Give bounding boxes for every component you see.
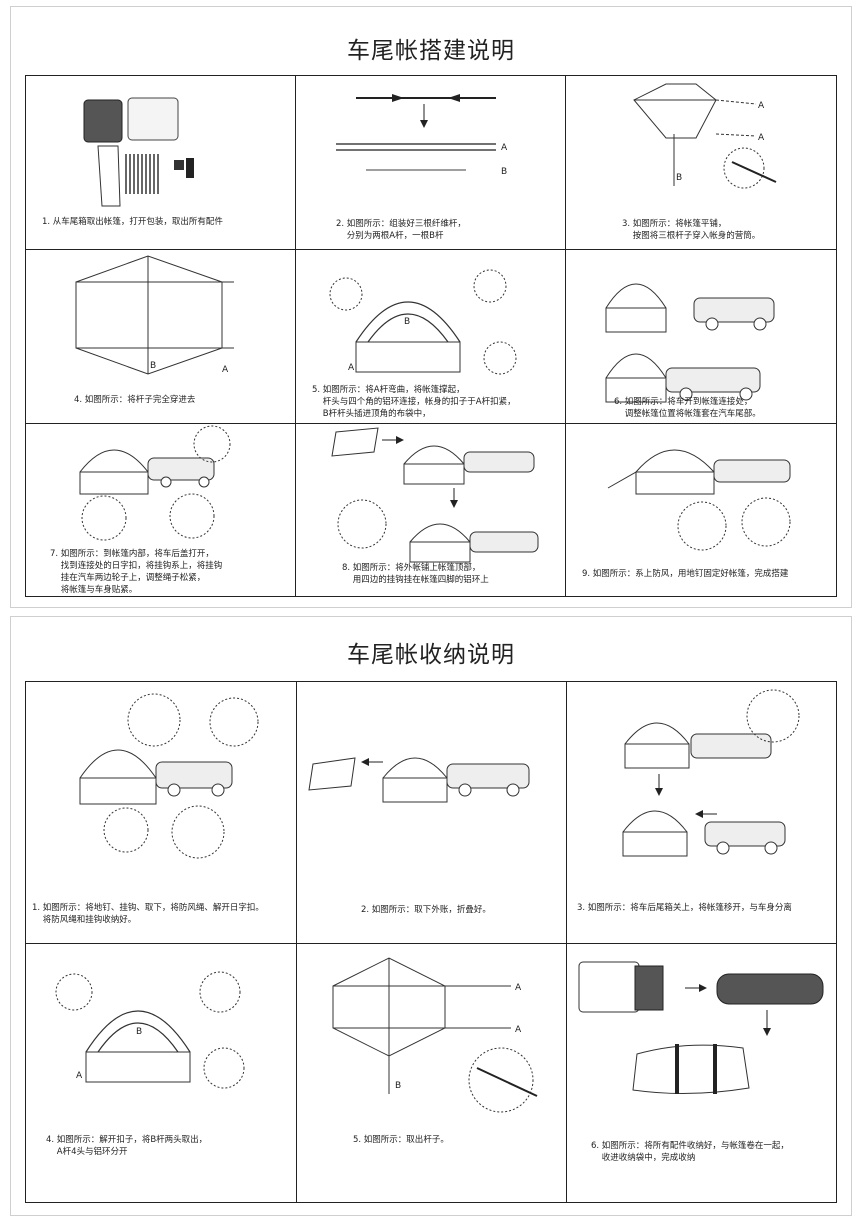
setup-step-5-a-label: A <box>348 363 355 373</box>
setup-title: 车尾帐搭建说明 <box>347 38 515 64</box>
extract-poles-illustration: A A B <box>332 957 538 1113</box>
pack-into-bag-illustration <box>578 961 824 1095</box>
setup-step-7-caption: 7. 如图所示：到帐篷内部，将车后盖打开， 找到连接处的日字扣，将挂钩系上，将挂… <box>50 549 223 595</box>
storage-step-1-caption: 1. 如图所示：将地钉、挂钩、取下，将防风绳、解开日字扣。 将防风绳和挂钩收纳好… <box>32 903 264 925</box>
setup-step-1-caption: 1. 从车尾箱取出帐篷，打开包装，取出所有配件 <box>42 217 223 227</box>
setup-step-8-caption: 8. 如图所示：将外帐铺上帐篷顶部， 用四边的挂钩挂在帐篷四脚的铝环上 <box>342 563 489 585</box>
setup-step-2-caption: 2. 如图所示：组装好三根纤维杆， 分别为两根A杆，一根B杆 <box>336 219 466 241</box>
pole-a-label: A <box>501 143 508 153</box>
storage-step-5-caption: 5. 如图所示：取出杆子。 <box>353 1135 449 1145</box>
setup-step-5-b-label: B <box>404 317 410 327</box>
storage-step-5-b-label: B <box>395 1081 401 1091</box>
storage-step-5: A A B 5. 如图所示：取出杆子。 <box>297 944 567 1203</box>
setup-step-4-a-label: A <box>222 365 229 375</box>
remove-fly-illustration <box>308 757 530 803</box>
remove-stakes-illustration <box>79 693 259 859</box>
storage-step-4: A B 4. 如图所示：解开扣子，将B杆两头取出， A杆4头与铝环分开 <box>26 944 297 1203</box>
setup-step-6-caption: 6. 如图所示：将车开到帐篷连接处， 调整帐篷位置将帐篷套在汽车尾部。 <box>614 397 761 419</box>
setup-step-3-a1-label: A <box>758 101 765 111</box>
setup-step-7: 7. 如图所示：到帐篷内部，将车后盖打开， 找到连接处的日字扣，将挂钩系上，将挂… <box>26 424 296 597</box>
storage-section: 车尾帐收纳说明 1. 如图所示：将地钉、挂钩、取下，将防风绳、解开日字扣。 将防… <box>10 616 852 1216</box>
setup-step-9: 9. 如图所示：系上防风，用地钉固定好帐篷，完成搭建 <box>566 424 837 597</box>
storage-step-4-a-label: A <box>76 1071 83 1081</box>
storage-step-2-caption: 2. 如图所示：取下外账，折叠好。 <box>361 905 491 915</box>
guy-ropes-illustration <box>607 449 791 551</box>
storage-step-1: 1. 如图所示：将地钉、挂钩、取下，将防风绳、解开日字扣。 将防风绳和挂钩收纳好… <box>26 682 297 944</box>
setup-step-3: A A B 3. 如图所示：将帐篷平铺， 按图将三根杆子穿入帐身的营筒。 <box>566 76 837 250</box>
setup-step-4-caption: 4. 如图所示：将杆子完全穿进去 <box>74 395 196 405</box>
setup-section: 车尾帐搭建说明 1. 从车尾箱取出帐篷，打开包装，取出所有配件 <box>10 6 852 608</box>
storage-step-4-caption: 4. 如图所示：解开扣子，将B杆两头取出， A杆4头与铝环分开 <box>46 1135 208 1157</box>
setup-step-3-caption: 3. 如图所示：将帐篷平铺， 按图将三根杆子穿入帐身的营筒。 <box>622 219 761 241</box>
setup-step-8: 8. 如图所示：将外帐铺上帐篷顶部， 用四边的挂钩挂在帐篷四脚的铝环上 <box>296 424 566 597</box>
hook-attach-illustration <box>79 425 231 541</box>
setup-step-3-b-label: B <box>676 173 682 183</box>
setup-step-1: 1. 从车尾箱取出帐篷，打开包装，取出所有配件 <box>26 76 296 250</box>
setup-step-5: A B 5. 如图所示：将A杆弯曲，将帐篷撑起， 杆头与四个角的铝环连接，帐身的… <box>296 250 566 424</box>
storage-step-6: 6. 如图所示：将所有配件收纳好，与帐篷卷在一起， 收进收纳袋中，完成收纳 <box>567 944 837 1203</box>
storage-step-4-b-label: B <box>136 1027 142 1037</box>
pole-b-label: B <box>501 167 507 177</box>
unclip-poles-illustration: A B <box>55 971 245 1089</box>
setup-steps-grid: 1. 从车尾箱取出帐篷，打开包装，取出所有配件 A B 2. 如图所示：组装好三… <box>25 75 837 597</box>
threading-poles-illustration: A A B <box>633 83 777 189</box>
setup-step-4: A B 4. 如图所示：将杆子完全穿进去 <box>26 250 296 424</box>
setup-step-9-caption: 9. 如图所示：系上防风，用地钉固定好帐篷，完成搭建 <box>582 569 789 579</box>
setup-step-6: 6. 如图所示：将车开到帐篷连接处， 调整帐篷位置将帐篷套在汽车尾部。 <box>566 250 837 424</box>
storage-step-5-a1-label: A <box>515 983 522 993</box>
poles-assembly-illustration: A B <box>336 94 508 177</box>
poles-through-sleeves-illustration: A B <box>75 255 234 375</box>
storage-step-2: 2. 如图所示：取下外账，折叠好。 <box>297 682 567 944</box>
storage-step-5-a2-label: A <box>515 1025 522 1035</box>
setup-step-3-a2-label: A <box>758 133 765 143</box>
storage-step-3: 3. 如图所示：将车后尾箱关上，将帐篷移开，与车身分离 <box>567 682 837 944</box>
storage-title: 车尾帐收纳说明 <box>347 642 515 668</box>
storage-step-3-caption: 3. 如图所示：将车后尾箱关上，将帐篷移开，与车身分离 <box>577 903 792 913</box>
accessories-illustration <box>83 97 194 207</box>
car-to-tent-illustration <box>605 283 775 403</box>
setup-step-4-b-label: B <box>150 361 156 371</box>
setup-step-5-caption: 5. 如图所示：将A杆弯曲，将帐篷撑起， 杆头与四个角的铝环连接，帐身的扣子于A… <box>312 385 516 419</box>
fly-cover-illustration <box>331 427 539 563</box>
separate-tent-illustration <box>622 689 800 857</box>
setup-step-2: A B 2. 如图所示：组装好三根纤维杆， 分别为两根A杆，一根B杆 <box>296 76 566 250</box>
tent-raised-illustration: A B <box>329 269 517 375</box>
storage-step-6-caption: 6. 如图所示：将所有配件收纳好，与帐篷卷在一起， 收进收纳袋中，完成收纳 <box>591 1141 789 1163</box>
storage-steps-grid: 1. 如图所示：将地钉、挂钩、取下，将防风绳、解开日字扣。 将防风绳和挂钩收纳好… <box>25 681 837 1203</box>
